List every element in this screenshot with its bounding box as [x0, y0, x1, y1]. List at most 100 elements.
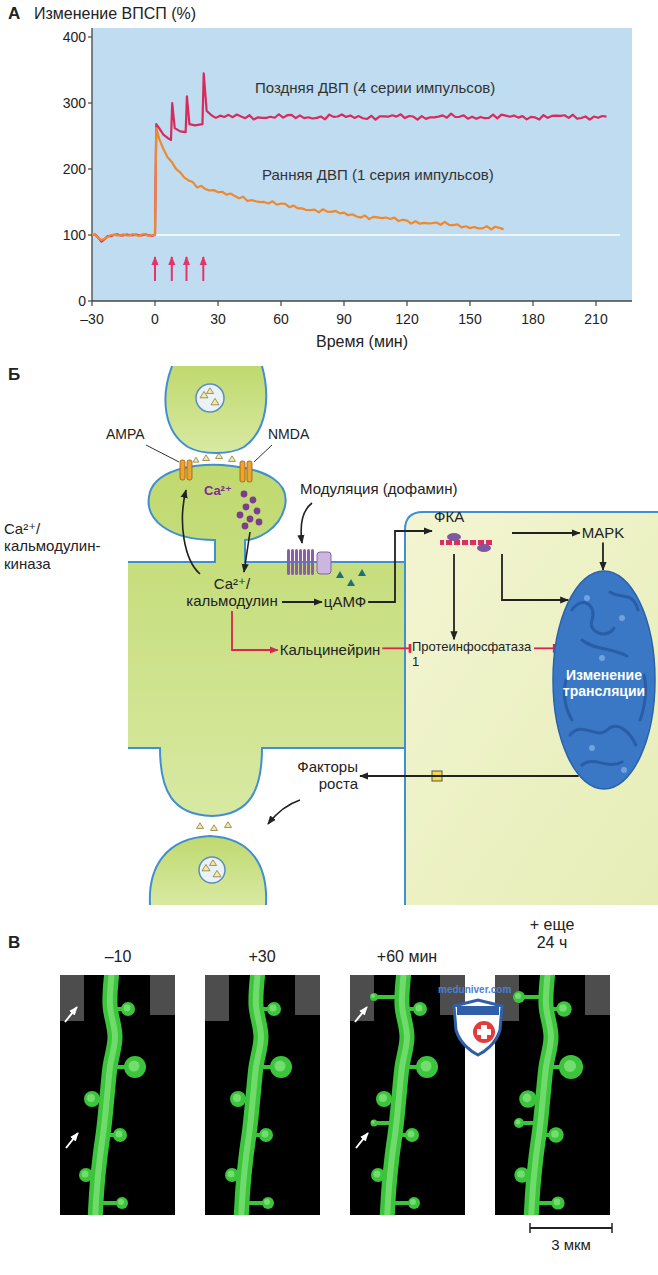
pipette-shadow: [585, 975, 610, 1015]
x-tick: [91, 301, 92, 306]
scale-label: 3 мкм: [551, 1236, 591, 1253]
spine-head: [551, 1196, 564, 1209]
axis-title: Время (мин): [316, 333, 408, 351]
enzyme-label: Ca²⁺/ кальмодулин-киназа: [4, 520, 122, 572]
axis-title: Изменение ВПСП (%): [34, 5, 196, 23]
spine-head: [559, 1055, 583, 1079]
node-text: Протеинфосфатаза 1: [412, 640, 532, 669]
spine-core: [262, 1131, 269, 1138]
curve-label: Поздняя ДВП (4 серии импульсов): [255, 79, 495, 96]
spine-head: [548, 1127, 563, 1142]
spine-head: [262, 1197, 274, 1209]
spine-head: [121, 1002, 135, 1016]
spine-core: [517, 1170, 525, 1178]
spine-core: [410, 1199, 416, 1205]
dopamine-receptor: [307, 549, 310, 575]
scale-bar: [530, 1227, 612, 1229]
chromatin-spot: [621, 767, 627, 773]
dopamine-receptor: [311, 549, 314, 575]
pointer-arrow: [66, 1133, 78, 1148]
spine-head: [259, 1128, 273, 1142]
camp-molecule: [336, 571, 344, 578]
calcium-ion: [241, 491, 248, 498]
calcium-ion: [242, 523, 249, 530]
leader-line: [146, 445, 179, 462]
kinase-label: ФКА: [432, 508, 512, 554]
tick-label: 200: [63, 161, 86, 177]
enzyme-label: Протеинфосфатаза 1: [410, 639, 534, 670]
time-label: +30: [248, 948, 275, 966]
camp-molecule: [347, 579, 355, 586]
tick-label: 0: [151, 311, 159, 327]
spine-core: [371, 1120, 375, 1124]
spine-core: [559, 1004, 567, 1012]
spine-core: [228, 1171, 235, 1178]
membrane-outline: [128, 748, 405, 816]
chromatin: [582, 761, 622, 765]
time-label: +60 мин: [377, 948, 437, 966]
spine-core: [515, 993, 521, 999]
spine-head: [270, 1056, 292, 1078]
spine-head: [376, 1091, 392, 1107]
catalytic-subunit: [447, 533, 461, 541]
transmitter: [202, 864, 210, 870]
spine-core: [379, 1094, 387, 1102]
signal-arrow: [282, 601, 322, 603]
spine-core: [374, 1171, 381, 1178]
messenger-label: цАМФ: [322, 593, 368, 612]
camkii-arrow: [182, 490, 200, 574]
logo-band: [457, 1006, 499, 1015]
nmda-receptor: [240, 461, 245, 482]
panel-letter: В: [8, 933, 20, 953]
transmitter: [203, 455, 210, 461]
y-tick: [88, 168, 92, 169]
signal-arrow: [232, 611, 278, 650]
calcium-ion: [256, 519, 263, 526]
transmitter: [211, 825, 218, 831]
factor-label: Факторы роста: [280, 758, 360, 794]
transmitter: [197, 823, 204, 829]
membrane-outline: [405, 512, 658, 905]
nucleus-outline: [553, 571, 655, 789]
modulation-arrow: [301, 503, 312, 543]
spine-head: [519, 1090, 537, 1108]
pointer-arrow: [65, 1007, 77, 1022]
time-label: + еще 24 ч: [526, 916, 578, 953]
transmitter: [193, 457, 199, 462]
membrane-outline: [150, 836, 266, 905]
subunit-stripe: [468, 540, 470, 545]
leader-line: [254, 445, 272, 462]
transmitter: [229, 456, 236, 462]
panel-letter: А: [8, 4, 20, 24]
spine-head: [513, 991, 525, 1003]
dendrite-core: [95, 975, 115, 1215]
pointer-arrow: [356, 1133, 368, 1148]
curve-label: Ранняя ДВП (1 серия импульсов): [262, 166, 494, 183]
cell-body: [405, 512, 658, 905]
nucleus: Изменение трансляции: [552, 570, 656, 790]
spine-head: [116, 1197, 128, 1209]
x-tick: [595, 301, 596, 306]
spine-core: [118, 1199, 124, 1205]
presynaptic-terminal: [165, 366, 266, 453]
enzyme-label: Кальцинейрин: [278, 641, 383, 660]
presynaptic-terminal: [150, 836, 266, 905]
y-tick: [88, 36, 92, 37]
pointer-arrow: [355, 1007, 367, 1022]
scale-bar-end: [611, 1223, 613, 1233]
calcium-ion: [247, 516, 254, 523]
growth-factor-arrow: [268, 800, 300, 824]
spine-head: [84, 1091, 100, 1107]
spine-head: [267, 1002, 281, 1016]
ion-label: Ca²⁺: [204, 484, 232, 499]
camp-molecule: [358, 569, 366, 576]
signal-arrow: [368, 531, 432, 602]
tick-label: 210: [584, 311, 607, 327]
dendrite-core: [387, 975, 407, 1215]
watermark: meduniver.com: [438, 984, 511, 996]
dopamine-receptor: [295, 549, 298, 575]
transmitter: [210, 860, 217, 866]
chromatin: [570, 726, 636, 745]
watermark-logo: [454, 1000, 502, 1055]
